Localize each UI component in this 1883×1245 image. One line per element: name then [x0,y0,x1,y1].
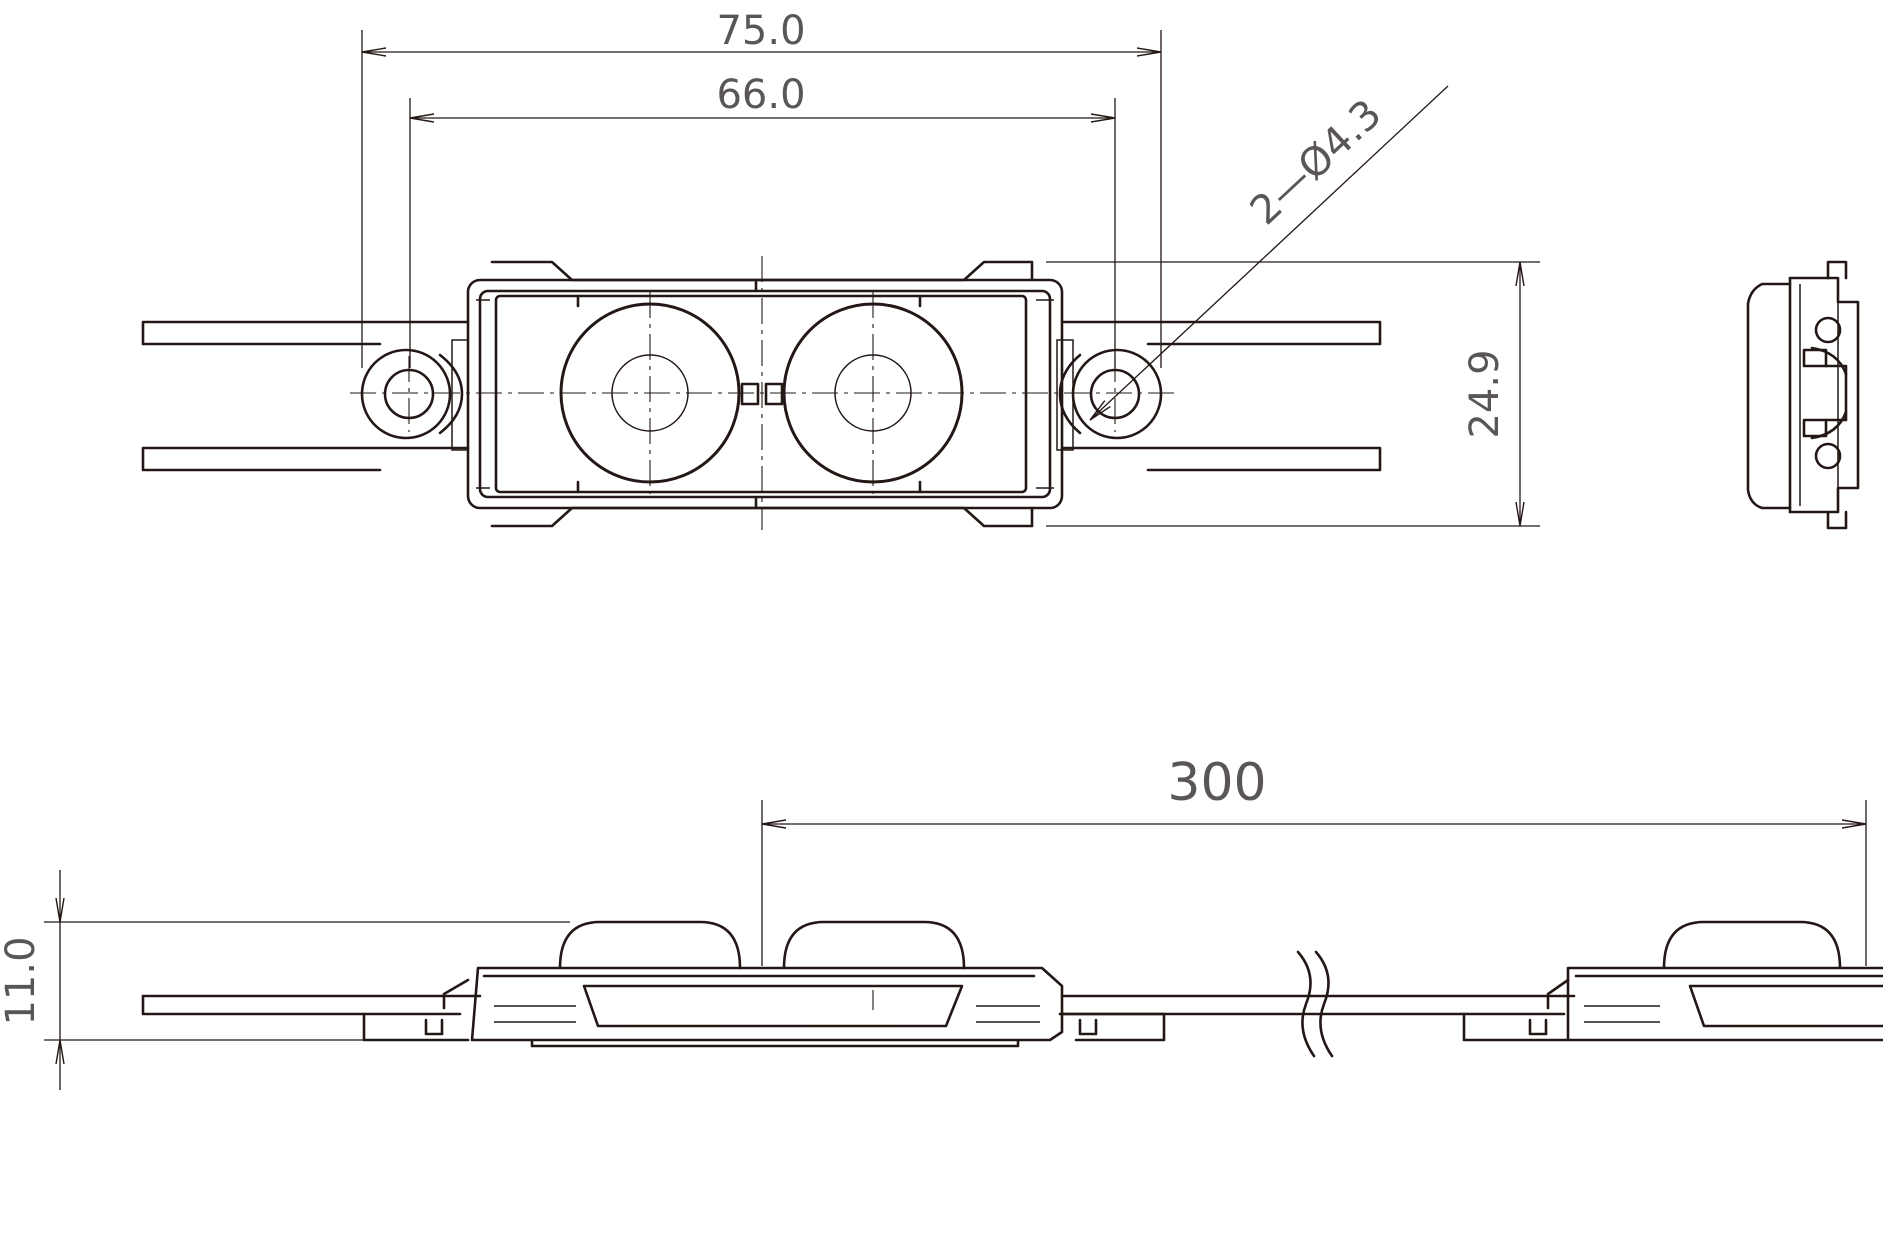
dimension-module-height: 24.9 [1046,261,1540,527]
dimension-hole-spacing-label: 66.0 [716,72,805,118]
dimension-module-height-label: 24.9 [1462,349,1508,438]
front-view-cable [141,950,1576,1058]
dimension-cable-pitch-label: 300 [1167,753,1266,813]
module-housing [466,260,1064,528]
dimension-outer-width-label: 75.0 [716,8,805,54]
side-view [1746,260,1860,530]
hole-diameter-callout-label: 2—Ø4.3 [1242,91,1391,234]
dimension-outer-width: 75.0 [361,8,1162,368]
top-view-centerlines [350,256,1180,530]
top-view: 75.0 66.0 2—Ø4.3 24.9 [141,8,1540,530]
left-mounting-lug [360,339,469,451]
dimension-hole-spacing: 66.0 [409,72,1116,368]
dimension-thickness-label: 11.0 [0,936,44,1025]
top-view-wires [141,320,1382,472]
dimension-cable-pitch: 300 [761,753,1867,966]
dimension-thickness: 11.0 [0,870,570,1090]
front-view: 300 11.0 [0,753,1883,1090]
right-mounting-lug [1056,339,1163,451]
front-view-module-2 [1462,920,1883,1042]
hole-diameter-callout: 2—Ø4.3 [1090,85,1449,420]
front-view-module-1 [362,920,1098,1048]
